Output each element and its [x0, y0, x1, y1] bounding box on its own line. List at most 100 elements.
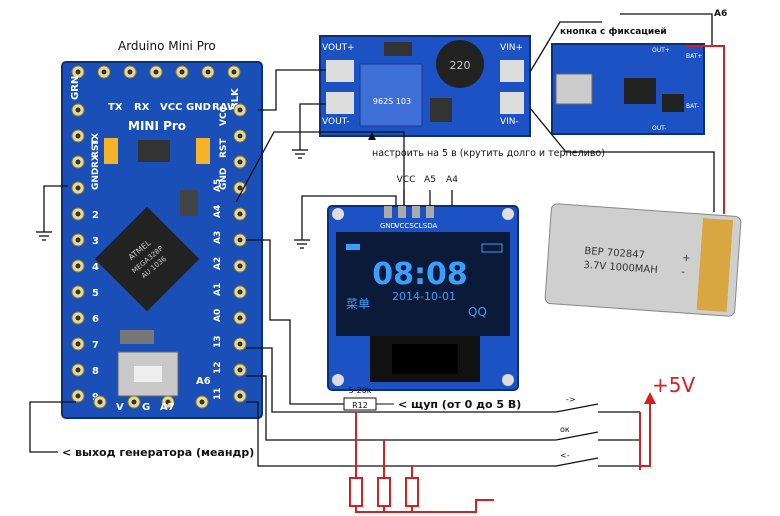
- bat-minus-label: BAT-: [686, 103, 699, 110]
- black-wires: [29, 13, 715, 467]
- right-pin-8-hole: [237, 315, 243, 321]
- left-pin-number-5: 5: [92, 288, 99, 299]
- top-pin-3-hole: [153, 69, 159, 75]
- right-col-label-RST: RST: [219, 138, 229, 158]
- vout-minus-label: VOUT-: [322, 117, 350, 127]
- right-pin-label-A4: A4: [213, 205, 223, 218]
- right-pin-3-hole: [237, 185, 243, 191]
- bottom-label-g: G: [142, 402, 150, 413]
- diode: [384, 42, 412, 56]
- battery-model: BEP 702847: [584, 246, 645, 261]
- battery-spec: 3.7V 1000MAH: [583, 260, 658, 276]
- pad-vin-minus: [500, 92, 524, 114]
- pad-vout-plus: [326, 60, 354, 82]
- right-pin-10-hole: [237, 367, 243, 373]
- left-pin-1-hole: [75, 133, 81, 139]
- right-pin-label-12: 12: [213, 361, 223, 374]
- left-pin-number-7: 7: [92, 340, 99, 351]
- left-pin-number-8: 8: [92, 366, 99, 377]
- left-pin-number-2: 2: [92, 210, 99, 221]
- right-pin-label-A1: A1: [213, 283, 223, 296]
- top-pin-1-hole: [101, 69, 107, 75]
- out-plus-label: OUT+: [652, 47, 670, 54]
- left-pin-11-hole: [75, 393, 81, 399]
- right-pin-label-11: 11: [213, 387, 223, 400]
- right-pin-label-A5: A5: [213, 179, 223, 192]
- bottom-label-a7: A7: [160, 402, 175, 413]
- charger-module: BAT+ BAT- OUT+ OUT-: [551, 43, 705, 135]
- left-pin-0-hole: [75, 107, 81, 113]
- inductor-label: 220: [450, 59, 471, 72]
- resistor-r12: 5-20k R12: [343, 386, 394, 411]
- left-pin-4-hole: [75, 211, 81, 217]
- left-pin-7-hole: [75, 289, 81, 295]
- oled-qq: QQ: [468, 305, 487, 319]
- top-pin-0-hole: [75, 69, 81, 75]
- red-wires: [355, 45, 725, 513]
- inductor: [436, 40, 484, 88]
- reset-button: [117, 351, 179, 397]
- oled-pin-sda: SDA: [423, 222, 438, 230]
- right-pin-label-13: 13: [213, 335, 223, 348]
- oled-menu: 菜单: [346, 297, 370, 311]
- top-pin-label-1: TX: [108, 102, 123, 113]
- bottom-pin-0-hole: [97, 399, 103, 405]
- arrow-up-icon: [644, 392, 656, 404]
- right-col-label-GND: GND: [219, 168, 229, 190]
- battery-plus: +: [682, 253, 691, 265]
- top-pin-2-hole: [127, 69, 133, 75]
- led-right: [196, 138, 210, 164]
- right-pin-9-hole: [237, 341, 243, 347]
- side-label-TX: TX: [91, 133, 101, 146]
- oled-pin-vcc: VCC: [395, 222, 410, 230]
- oled-time: 08:08: [372, 257, 468, 292]
- ic: [430, 98, 452, 122]
- atmega-chip: ATMEL MEGA328P AU 1036: [94, 206, 200, 312]
- left-pin-9-hole: [75, 341, 81, 347]
- battery-minus: -: [681, 267, 686, 278]
- left-pin-number-3: 3: [92, 236, 99, 247]
- oled-pin-gnd: GND: [380, 222, 396, 230]
- pull-resistors: [349, 477, 419, 507]
- bottom-pin-1-hole: [131, 399, 137, 405]
- usb-port: [555, 73, 593, 105]
- plus5v-label: +5V: [652, 373, 695, 397]
- left-col-label-GND: GND: [91, 168, 101, 190]
- left-pin-10-hole: [75, 367, 81, 373]
- top-pin-label-2: RX: [134, 102, 150, 113]
- right-col-label-VCC: VCC: [219, 105, 229, 126]
- right-pin-7-hole: [237, 289, 243, 295]
- top-pin-label-5: RAW: [212, 102, 238, 113]
- bottom-label-v: V: [116, 402, 124, 413]
- bottom-pin-2-hole: [165, 399, 171, 405]
- booster-note: настроить на 5 в (крутить долго и терпел…: [372, 148, 605, 159]
- bottom-label-a6: A6: [196, 376, 211, 387]
- switch-ok-label: ок: [560, 425, 570, 434]
- crystal: [180, 190, 198, 216]
- switch-left-label: <-: [560, 451, 570, 460]
- board-text: MINI Pro: [128, 119, 186, 133]
- arrow-up-icon: [368, 132, 376, 140]
- pad-vin-plus: [500, 60, 524, 82]
- battery-icon: [481, 243, 503, 253]
- top-pin-label-6: BLK: [230, 87, 241, 110]
- header-a5: A5: [424, 175, 436, 185]
- oled-pin-scl: SCL: [409, 222, 422, 230]
- out-minus-label: OUT-: [652, 125, 666, 132]
- generator-label: < выход генератора (меандр): [62, 446, 254, 459]
- left-pin-3-hole: [75, 185, 81, 191]
- vin-plus-label: VIN+: [500, 43, 523, 53]
- right-pin-1-hole: [237, 133, 243, 139]
- led-left: [104, 138, 118, 164]
- right-pin-label-A2: A2: [213, 257, 223, 270]
- lipo-battery: BEP 702847 3.7V 1000MAH + -: [544, 203, 742, 317]
- side-label-RX: RX: [91, 154, 101, 168]
- smd-part: [120, 330, 154, 344]
- oled-display: GND VCC SCL SDA 08:08 2014-10-01 菜单 QQ: [327, 205, 519, 391]
- right-pin-0-hole: [237, 107, 243, 113]
- left-pin-number-4: 4: [92, 262, 99, 273]
- signal-icon: [346, 244, 360, 250]
- oled-date: 2014-10-01: [392, 290, 456, 303]
